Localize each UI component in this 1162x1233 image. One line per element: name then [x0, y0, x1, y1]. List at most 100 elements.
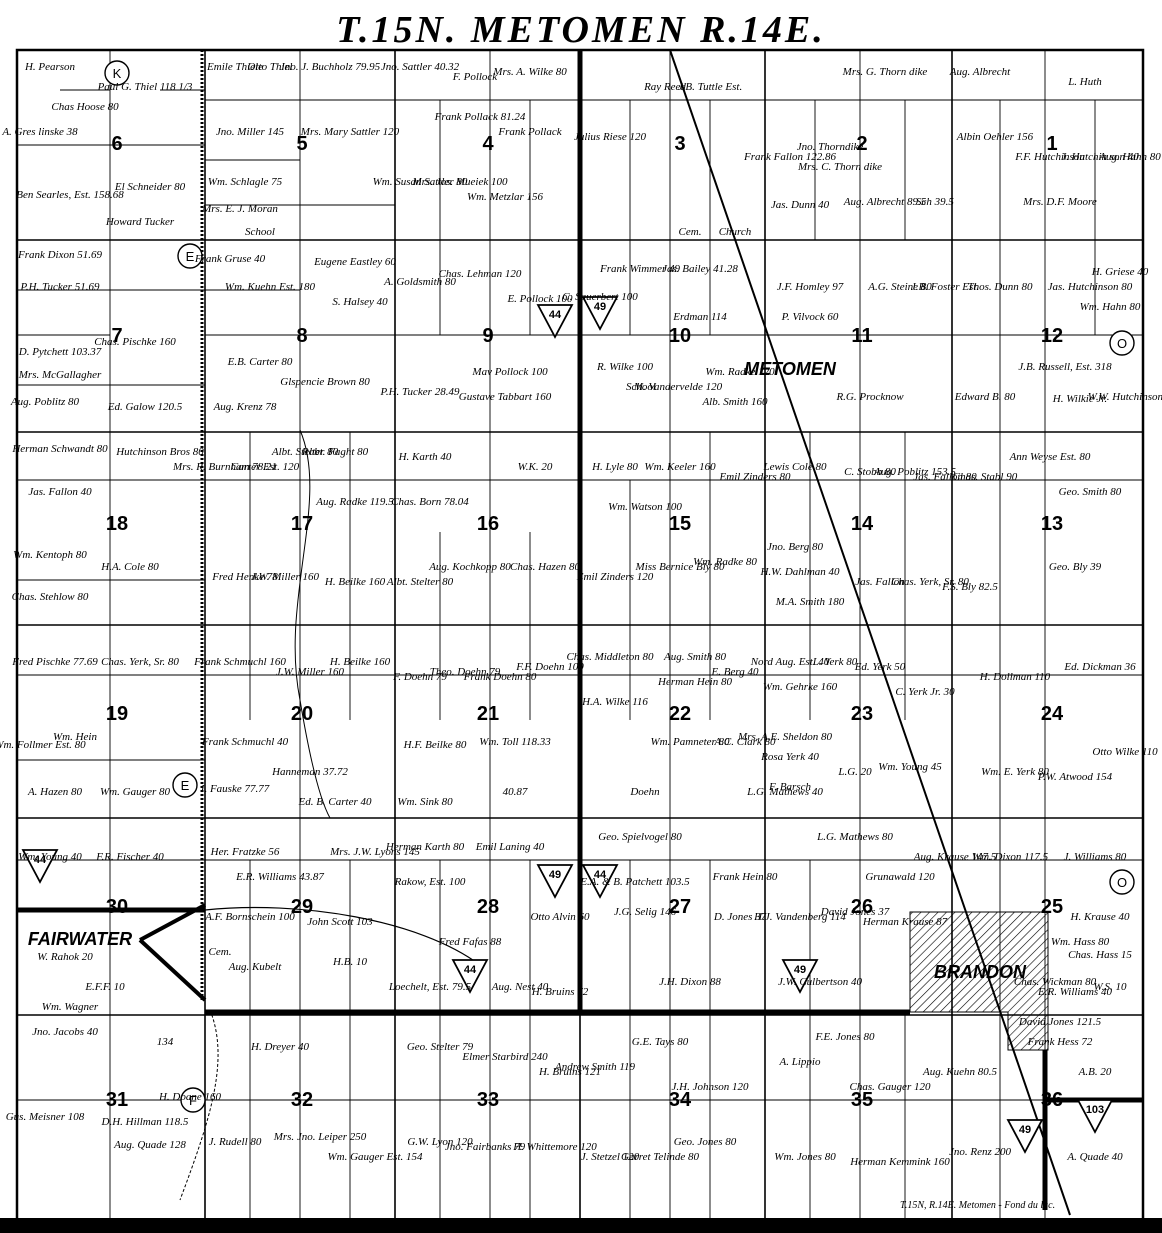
owner-label: F.F. Hutchinson: [1014, 151, 1085, 163]
owner-label: Mrs. E. J. Moran: [201, 203, 278, 215]
owner-label: Frank Wimmer 49: [599, 263, 681, 275]
owner-label: Theo. Doehn 79: [430, 666, 501, 678]
owner-label: Mrs. McGallagher: [18, 369, 102, 381]
section-number: 29: [291, 896, 313, 918]
fairwater-road: [138, 938, 207, 1002]
owner-label: Wm. Dixon 117.5: [972, 851, 1049, 863]
owner-label: Jno. Renz 200: [949, 1146, 1012, 1158]
owner-label: H. Lyle 80: [591, 461, 638, 473]
owner-label: Wm. Gauger 80: [100, 786, 170, 798]
owner-label: H.A. Wilke 116: [581, 696, 648, 708]
owner-label: Church: [719, 226, 752, 238]
route-shield: [1006, 1119, 1044, 1154]
owner-label: Albin Oehler 156: [956, 131, 1034, 143]
owner-label: A. Lippio: [779, 1056, 821, 1068]
owner-label: A.C. Clark 80: [713, 736, 776, 748]
brandon-area: [909, 911, 1049, 1051]
owner-label: El Schneider 80: [114, 181, 186, 193]
owner-label: Otto Alvin 60: [530, 911, 590, 923]
route-shield: [451, 959, 489, 994]
owner-label: Geo. Jones 80: [674, 1136, 737, 1148]
owner-label: Hutchinson Bros 80: [115, 446, 204, 458]
owner-label: C. Sauerbert 100: [562, 291, 638, 303]
owner-label: Chas. Yerk, Sr. 80: [101, 656, 179, 668]
letter-circle: [172, 772, 198, 798]
owner-label: Erdman 114: [672, 311, 727, 323]
section-number: 32: [291, 1089, 313, 1111]
section-number: 14: [851, 513, 874, 535]
owner-label: L.G. Mathews 40: [746, 786, 823, 798]
owner-label: Herman Kemmink 160: [849, 1156, 950, 1168]
owner-label: P.W. Atwood 154: [1037, 771, 1113, 783]
owner-label: J.H. Dixon 88: [659, 976, 721, 988]
owner-label: F.R. Fischer 40: [95, 851, 164, 863]
owner-label: Aug. Hahn 80: [1098, 151, 1161, 163]
owner-label: Aug. Krenz 78: [213, 401, 277, 413]
section-number: 16: [477, 513, 499, 535]
owner-label: G.E. Tays 80: [632, 1036, 689, 1048]
owner-label: Emil Zinders 120: [576, 571, 654, 583]
owner-label: Wm. Hass 80: [1051, 936, 1110, 948]
section-number: 23: [851, 703, 873, 725]
owner-label: Frank Fallon 122.86: [743, 151, 836, 163]
owner-label: Jas. Fallon: [855, 576, 905, 588]
owner-label: Aug. Nest 40: [491, 981, 549, 993]
owner-label: D.H. Hillman 118.5: [101, 1116, 189, 1128]
letter-circle: [180, 1087, 206, 1113]
owner-label: J. Rudell 80: [209, 1136, 262, 1148]
owner-label: Glspencie Brown 80: [280, 376, 370, 388]
route-shield-number: 49: [794, 964, 806, 976]
owner-label: Hanneman 37.72: [271, 766, 348, 778]
fairwater-road: [139, 903, 206, 942]
section-number: 13: [1041, 513, 1063, 535]
route-shield: [536, 304, 574, 339]
owner-label: Chas. Gauger 120: [850, 1081, 931, 1093]
owner-label: W.S. 10: [1094, 981, 1127, 993]
letter-circle: [1109, 330, 1135, 356]
owner-label: Wm. Kentoph 80: [13, 549, 87, 561]
route-shield: [581, 296, 619, 331]
owner-label: Chas. Yerk, Sr. 80: [891, 576, 969, 588]
owner-label: A. Hazen 80: [27, 786, 83, 798]
owner-label: Chas. Hazen 80: [510, 561, 580, 573]
map-title: T.15N. METOMEN R.14E.: [336, 9, 826, 51]
town-label-fairwater: FAIRWATER: [28, 929, 132, 949]
owner-label: Ed. Galow 120.5: [107, 401, 183, 413]
owner-label: Herman Schwandt 80: [11, 443, 108, 455]
owner-label: Wm. Gauger Est. 154: [327, 1151, 423, 1163]
owner-label: H.A. Cole 80: [100, 561, 159, 573]
owner-label: Fred Fafas 88: [438, 936, 502, 948]
owner-label: W.W. Hutchinson 120: [1088, 391, 1162, 403]
owner-label: John Scott 103: [307, 916, 373, 928]
owner-label: F. Pollock: [452, 71, 499, 83]
owner-label: F. Barsch: [768, 781, 811, 793]
owner-label: I. Fauske 77.77: [200, 783, 270, 795]
owner-label: A. Quade 40: [1066, 1151, 1123, 1163]
owner-label: Mrs. G. Thorn dike: [842, 66, 928, 78]
owner-label: Wm. Metzlar 156: [467, 191, 544, 203]
owner-label: Aug. Smith 80: [663, 651, 727, 663]
owner-label: David Jones 37: [820, 906, 890, 918]
owner-label: L. Yerk 80: [812, 656, 858, 668]
route-shield-number: 44: [594, 869, 607, 881]
owner-label: Cem.: [679, 226, 702, 238]
route-shield-number: 44: [34, 854, 47, 866]
owner-label: Howard Tucker: [105, 216, 175, 228]
owner-label: Wm. Schlagle 75: [208, 176, 283, 188]
owner-label: H. Dollman 110: [979, 671, 1051, 683]
section-number: 5: [296, 133, 307, 155]
owner-label: Wm. Hein: [53, 731, 97, 743]
section-number: 1: [1046, 133, 1057, 155]
owner-label: R. Wilke 100: [596, 361, 653, 373]
section-number: 31: [106, 1089, 128, 1111]
owner-label: Aug. Kubelt: [228, 961, 282, 973]
letter-circle: [1109, 869, 1135, 895]
owner-label: H.B. 10: [332, 956, 367, 968]
owner-label: Jas. Fallon 80: [913, 471, 977, 483]
owner-label: Alb. Smith 160: [701, 396, 768, 408]
route-shield: [781, 959, 819, 994]
